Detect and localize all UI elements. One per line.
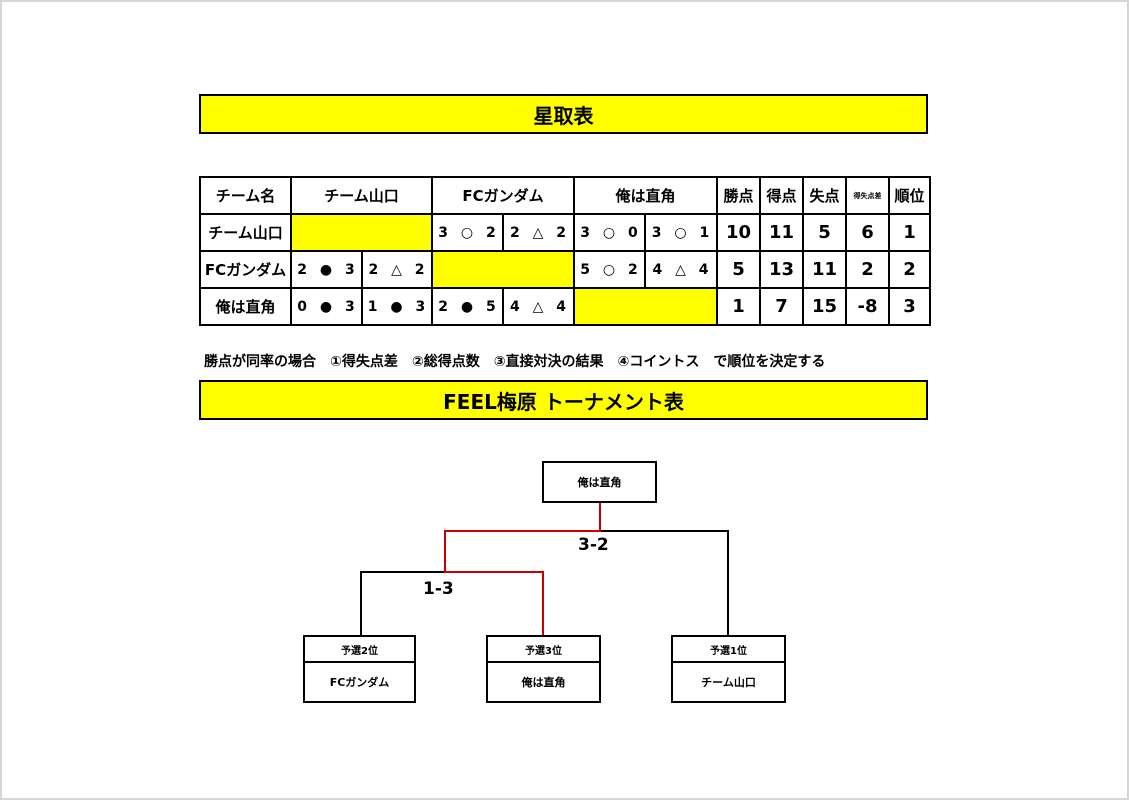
goal-diff-cell: 2 <box>845 250 890 289</box>
entrant-team: FCガンダム <box>329 676 390 689</box>
goal-diff-cell: 6 <box>845 213 890 252</box>
header-row: チーム名 チーム山口 FCガンダム 俺は直角 勝点 得点 失点 得失点差 順位 <box>199 176 931 215</box>
score-cell: 3 ○ 2 <box>431 213 504 252</box>
rank-cell: 1 <box>888 213 931 252</box>
table-row: 俺は直角 0 ● 3 1 ● 3 2 ● 5 4 △ 4 1 7 15 -8 3 <box>199 287 931 326</box>
score-cell: 2 ● 5 <box>431 287 504 326</box>
standings-title-banner: 星取表 <box>199 94 928 134</box>
header-cell: 順位 <box>888 176 931 215</box>
header-cell: チーム名 <box>199 176 292 215</box>
standings-table: チーム名 チーム山口 FCガンダム 俺は直角 勝点 得点 失点 得失点差 順位 … <box>199 176 931 326</box>
self-match-cell <box>290 213 433 252</box>
header-cell: 勝点 <box>716 176 761 215</box>
entrant-rank: 予選1位 <box>673 637 784 663</box>
tournament-title: FEEL梅原 トーナメント表 <box>443 389 684 414</box>
goals-against-cell: 11 <box>802 250 847 289</box>
entrant-rank: 予選2位 <box>305 637 414 663</box>
header-cell: 得点 <box>759 176 804 215</box>
header-cell: FCガンダム <box>431 176 575 215</box>
goals-for-cell: 13 <box>759 250 804 289</box>
entrant-box: 予選3位 俺は直角 <box>486 635 601 703</box>
entrant-box: 予選2位 FCガンダム <box>303 635 416 703</box>
score-cell: 0 ● 3 <box>290 287 363 326</box>
semi-score: 1-3 <box>423 579 454 599</box>
score-cell: 1 ● 3 <box>361 287 433 326</box>
points-cell: 10 <box>716 213 761 252</box>
goals-for-cell: 11 <box>759 213 804 252</box>
points-cell: 1 <box>716 287 761 326</box>
header-cell: 失点 <box>802 176 847 215</box>
score-cell: 4 △ 4 <box>644 250 718 289</box>
entrant-rank: 予選3位 <box>488 637 599 663</box>
bracket-line-winner-path <box>444 502 601 635</box>
entrant-box: 予選1位 チーム山口 <box>671 635 786 703</box>
score-cell: 5 ○ 2 <box>573 250 646 289</box>
score-cell: 4 △ 4 <box>502 287 575 326</box>
team-name-cell: 俺は直角 <box>199 287 292 326</box>
team-name-cell: FCガンダム <box>199 250 292 289</box>
tiebreak-note: 勝点が同率の場合 ①得失点差 ②総得点数 ③直接対決の結果 ④コイントス で順位… <box>204 354 826 370</box>
rank-cell: 2 <box>888 250 931 289</box>
score-cell: 3 ○ 0 <box>573 213 646 252</box>
tournament-title-banner: FEEL梅原 トーナメント表 <box>199 380 928 420</box>
table-row: FCガンダム 2 ● 3 2 △ 2 5 ○ 2 4 △ 4 5 13 11 2… <box>199 250 931 289</box>
score-cell: 2 ● 3 <box>290 250 363 289</box>
champion-name: 俺は直角 <box>577 476 622 489</box>
self-match-cell <box>431 250 575 289</box>
score-cell: 2 △ 2 <box>361 250 433 289</box>
champion-box: 俺は直角 <box>542 461 657 503</box>
team-name-cell: チーム山口 <box>199 213 292 252</box>
goals-for-cell: 7 <box>759 287 804 326</box>
goals-against-cell: 15 <box>802 287 847 326</box>
goals-against-cell: 5 <box>802 213 847 252</box>
header-cell: チーム山口 <box>290 176 433 215</box>
entrant-team: チーム山口 <box>701 676 756 689</box>
rank-cell: 3 <box>888 287 931 326</box>
header-cell: 俺は直角 <box>573 176 718 215</box>
final-score: 3-2 <box>578 535 609 555</box>
standings-title: 星取表 <box>533 103 594 128</box>
score-cell: 3 ○ 1 <box>644 213 718 252</box>
self-match-cell <box>573 287 718 326</box>
table-row: チーム山口 3 ○ 2 2 △ 2 3 ○ 0 3 ○ 1 10 11 5 6 … <box>199 213 931 252</box>
bracket-line-final-right <box>600 530 729 635</box>
score-cell: 2 △ 2 <box>502 213 575 252</box>
goal-diff-cell: -8 <box>845 287 890 326</box>
points-cell: 5 <box>716 250 761 289</box>
bracket-line-semi-left <box>360 571 445 635</box>
entrant-team: 俺は直角 <box>521 676 566 689</box>
header-cell: 得失点差 <box>845 176 890 215</box>
